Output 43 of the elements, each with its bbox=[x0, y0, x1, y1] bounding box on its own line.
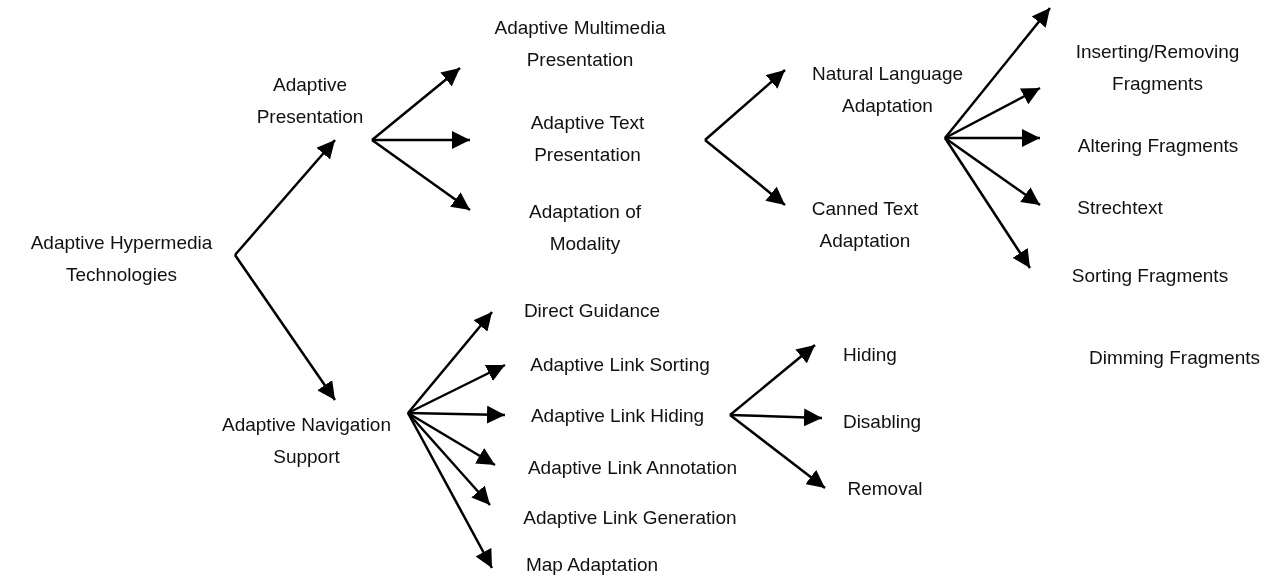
arrow bbox=[406, 412, 494, 569]
arrow bbox=[943, 137, 1032, 269]
arrow bbox=[371, 67, 461, 141]
node-label: Adaptive Link Sorting bbox=[530, 353, 710, 377]
arrow bbox=[371, 139, 471, 211]
arrow bbox=[944, 7, 1051, 139]
arrow bbox=[704, 69, 786, 141]
arrow bbox=[407, 405, 506, 424]
arrow bbox=[729, 344, 816, 416]
arrow bbox=[729, 408, 823, 427]
node-label: Adaptive Link Annotation bbox=[527, 456, 738, 480]
node-label: Adaptive Hypermedia Technologies bbox=[29, 231, 214, 287]
node-label: Adaptive Text Presentation bbox=[529, 111, 646, 167]
arrow bbox=[944, 136, 1041, 207]
node-label: Direct Guidance bbox=[523, 299, 661, 323]
arrow bbox=[372, 131, 470, 149]
arrow bbox=[233, 254, 337, 401]
node-label: Adaptive Navigation Support bbox=[221, 413, 392, 469]
node-label: Altering Fragments bbox=[1077, 134, 1239, 158]
node-label: Inserting/Removing Fragments bbox=[1074, 40, 1241, 96]
node-label: Strechtext bbox=[1077, 196, 1163, 220]
arrow bbox=[704, 139, 786, 206]
arrow bbox=[407, 412, 491, 506]
arrow bbox=[944, 86, 1041, 140]
node-label: Adaptive Link Generation bbox=[523, 506, 737, 530]
node-label: Adaptive Link Hiding bbox=[530, 404, 705, 428]
node-label: Adaptive Presentation bbox=[255, 73, 365, 129]
node-label: Canned Text Adaptation bbox=[810, 197, 920, 253]
arrow bbox=[945, 129, 1040, 147]
arrow bbox=[234, 139, 336, 256]
node-label: Dimming Fragments bbox=[1088, 346, 1260, 370]
node-label: Hiding bbox=[843, 343, 897, 367]
arrow bbox=[407, 411, 496, 467]
node-label: Disabling bbox=[842, 410, 922, 434]
node-label: Natural Language Adaptation bbox=[810, 62, 965, 118]
node-label: Adaptive Multimedia Presentation bbox=[493, 16, 667, 72]
node-label: Adaptation of Modality bbox=[528, 200, 642, 256]
arrow bbox=[407, 363, 506, 415]
node-label: Map Adaptation bbox=[525, 553, 658, 577]
node-label: Removal bbox=[847, 477, 923, 501]
arrow bbox=[729, 414, 826, 489]
node-label: Sorting Fragments bbox=[1071, 264, 1229, 288]
arrow bbox=[407, 311, 493, 414]
